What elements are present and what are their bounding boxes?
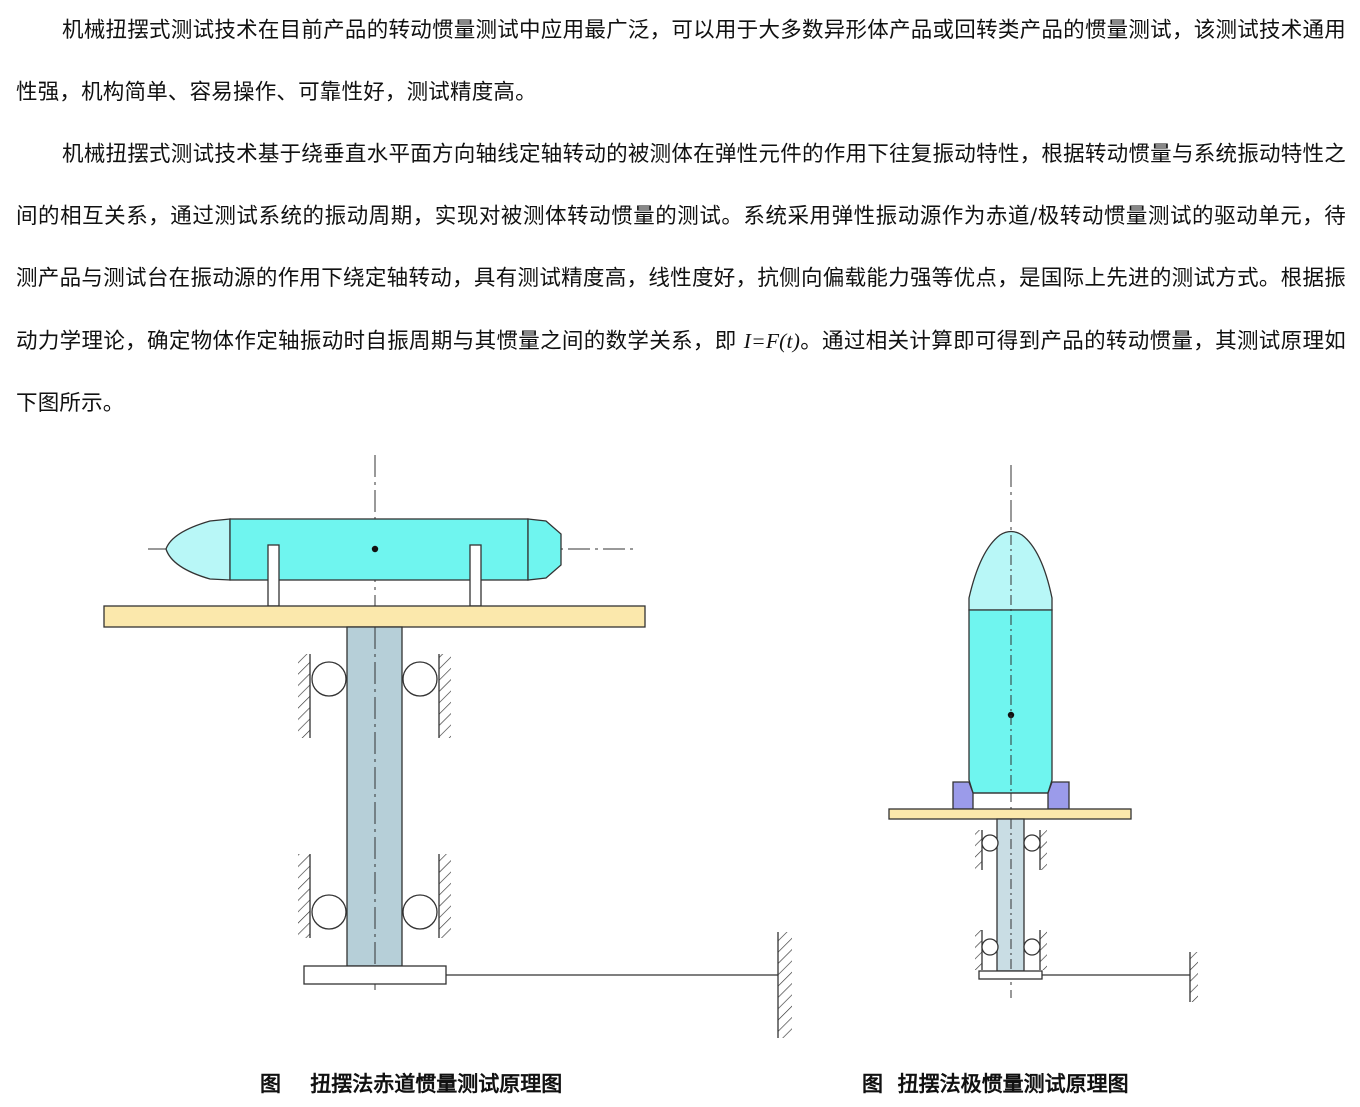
left-fixed-wall (778, 932, 792, 1038)
figure-caption-equatorial: 图 扭摆法赤道惯量测试原理图 (260, 1071, 563, 1096)
right-platform (888, 808, 1132, 820)
left-ball-ur (402, 661, 438, 697)
left-support-1 (267, 544, 280, 607)
left-bearing-wall-ll (298, 854, 310, 938)
right-clamp-right (1047, 781, 1070, 810)
right-ball-ur (1023, 834, 1041, 852)
left-ball-ul (311, 661, 347, 697)
left-support-2 (469, 544, 482, 607)
left-bearing-wall-ul (298, 654, 310, 738)
left-product-tail (527, 518, 562, 581)
figure-caption-polar: 图 扭摆法极惯量测试原理图 (862, 1071, 1129, 1096)
right-ball-lr (1023, 938, 1041, 956)
paragraph-2: 机械扭摆式测试技术基于绕垂直水平面方向轴线定轴转动的被测体在弹性元件的作用下往复… (16, 124, 1346, 435)
left-bearing-wall-ur (439, 654, 451, 738)
equatorial-test-diagram (103, 455, 792, 1038)
paragraph-1: 机械扭摆式测试技术在目前产品的转动惯量测试中应用最广泛，可以用于大多数异形体产品… (16, 0, 1346, 124)
right-bearing-wall-ll (975, 930, 982, 970)
right-bearing-wall-ur (1040, 830, 1047, 870)
left-bearing-wall-lr (439, 854, 451, 938)
right-ball-ul (981, 834, 999, 852)
left-product-nose (165, 518, 231, 581)
paragraph-2-text-end: 。通过相关计算即可得到产品的转动惯量，其测试原理如下图所示。 (16, 329, 1346, 416)
right-bearing-wall-lr (1040, 930, 1047, 970)
left-ball-lr (402, 894, 438, 930)
formula-i-equals-f-t: I=F(t) (743, 329, 801, 353)
left-platform (103, 605, 646, 628)
right-product-centroid (1007, 711, 1015, 719)
left-ball-ll (311, 894, 347, 930)
paragraph-2-text: 机械扭摆式测试技术基于绕垂直水平面方向轴线定轴转动的被测体在弹性元件的作用下往复… (16, 142, 1346, 354)
figures-canvas (103, 455, 1198, 1038)
left-product-centroid (371, 545, 379, 553)
paragraph-1-text: 机械扭摆式测试技术在目前产品的转动惯量测试中应用最广泛，可以用于大多数异形体产品… (16, 18, 1346, 105)
body-text: 机械扭摆式测试技术在目前产品的转动惯量测试中应用最广泛，可以用于大多数异形体产品… (16, 0, 1346, 435)
right-ball-ll (981, 938, 999, 956)
right-fixed-wall (1190, 952, 1198, 1002)
right-bearing-wall-ul (975, 830, 982, 870)
right-clamp-left (952, 781, 974, 810)
right-base-plate (978, 970, 1043, 980)
left-base-plate (303, 965, 447, 985)
polar-test-diagram (888, 465, 1198, 1002)
